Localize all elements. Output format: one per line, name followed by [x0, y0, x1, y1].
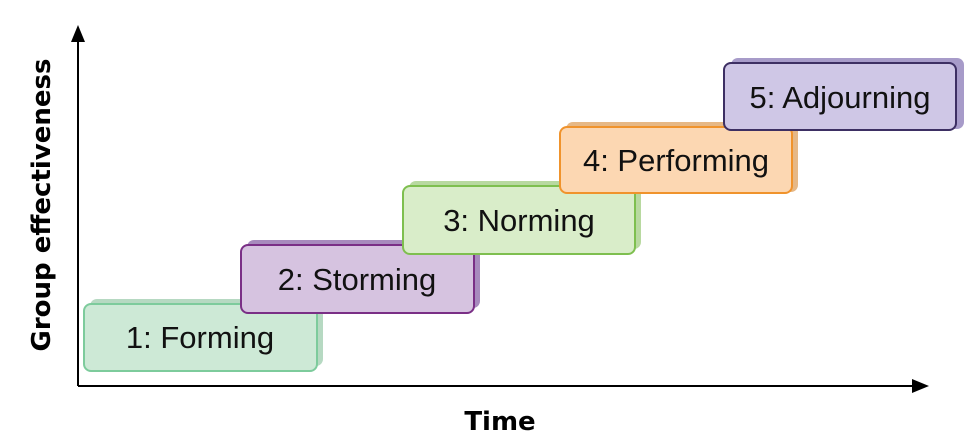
stage-2-box — [240, 244, 475, 314]
stage-5-box — [723, 62, 957, 131]
stage-4-box — [559, 126, 793, 194]
y-axis-arrowhead — [71, 25, 85, 42]
stage-1-box — [83, 303, 318, 372]
stage-2-storming: 2: Storming — [240, 240, 480, 314]
stage-3-box — [402, 185, 636, 255]
y-axis-title: Group effectiveness — [27, 59, 57, 352]
stage-5-adjourning: 5: Adjourning — [723, 58, 964, 131]
stage-4-performing: 4: Performing — [559, 122, 798, 194]
stage-1-forming: 1: Forming — [83, 299, 323, 372]
axes — [71, 25, 929, 393]
x-axis-title: Time — [464, 407, 535, 437]
stage-2-label: 2: Storming — [278, 262, 437, 297]
stage-1-label: 1: Forming — [126, 320, 274, 355]
x-axis-arrowhead — [912, 379, 929, 393]
stage-3-label: 3: Norming — [443, 203, 595, 238]
stage-4-label: 4: Performing — [583, 143, 769, 178]
stage-5-label: 5: Adjourning — [750, 80, 931, 115]
stage-3-norming: 3: Norming — [402, 181, 641, 255]
